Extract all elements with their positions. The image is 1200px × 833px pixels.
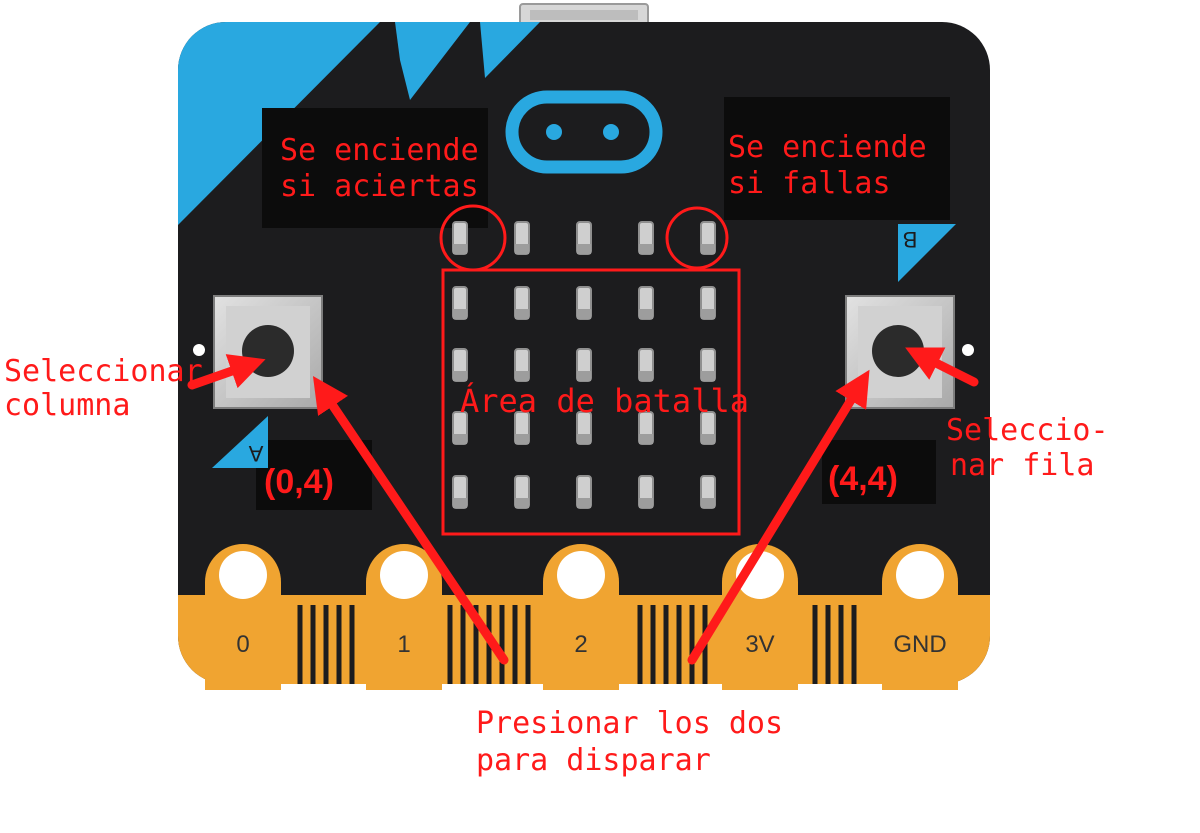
led-shade: [453, 244, 467, 254]
arrow-to-button-a: [187, 354, 266, 390]
blue-stripe-decoration: [480, 22, 540, 78]
pin-tabs: [205, 544, 958, 690]
select-column-line-2: columna: [4, 388, 130, 423]
led-shade: [453, 309, 467, 319]
miss-led-highlight-circle: [665, 206, 729, 270]
select-column-line-1: Seleccionar: [4, 354, 203, 389]
hit-label-line-1: Se enciende: [280, 133, 479, 168]
select-row-label: Seleccio- nar fila: [946, 413, 1127, 483]
arrow-to-button-b: [905, 347, 979, 387]
coord-right-label: (4,4): [828, 460, 898, 498]
hit-label: Se enciende si aciertas: [280, 133, 497, 204]
pin-labels: 0 1 2 3V GND: [236, 631, 946, 658]
button-b-letter: B: [903, 227, 918, 252]
led-shade: [577, 371, 591, 381]
pin-label-0: 0: [236, 631, 249, 658]
led-shade: [639, 244, 653, 254]
led-shade: [515, 371, 529, 381]
microbit-face-logo: [505, 90, 663, 174]
led-shade: [639, 371, 653, 381]
mount-hole-right: [962, 344, 974, 356]
led-shade: [515, 434, 529, 444]
miss-label-line-1: Se enciende: [728, 130, 927, 165]
led-shade: [577, 309, 591, 319]
battle-area-outline: [441, 268, 741, 536]
miss-label: Se enciende si fallas: [728, 130, 945, 201]
button-a-marker: A: [212, 416, 268, 468]
led-shade: [515, 309, 529, 319]
led-shade: [701, 371, 715, 381]
arrow-fire-to-b: [687, 369, 870, 665]
annotations: [439, 204, 741, 536]
led-shade: [701, 498, 715, 508]
button-b[interactable]: [845, 295, 955, 409]
led-shade: [701, 244, 715, 254]
select-column-label: Seleccionar columna: [4, 354, 221, 423]
led-shade: [701, 434, 715, 444]
led-shade: [639, 434, 653, 444]
pin-label-gnd: GND: [893, 631, 946, 658]
fire-label-line-1: Presionar los dos: [476, 706, 783, 741]
led-shade: [453, 434, 467, 444]
led-shade: [577, 498, 591, 508]
button-a-letter: A: [248, 441, 263, 466]
led-shade: [453, 371, 467, 381]
fire-label: Presionar los dos para disparar: [476, 706, 801, 778]
battle-area-label: Área de batalla: [460, 382, 749, 420]
pin-label-3v: 3V: [745, 631, 774, 658]
led-shade: [639, 309, 653, 319]
led-shade: [701, 309, 715, 319]
hit-label-line-2: si aciertas: [280, 169, 479, 204]
led-shade: [639, 498, 653, 508]
pin-label-1: 1: [397, 631, 410, 658]
hit-label-box: [262, 108, 488, 228]
arrows: [187, 347, 979, 665]
pin-label-2: 2: [574, 631, 587, 658]
led-shade: [515, 244, 529, 254]
coord-left-box: [256, 440, 372, 510]
miss-label-box: [724, 97, 950, 220]
blue-stripe-decoration: [395, 22, 470, 100]
pin-fingers: [297, 605, 857, 684]
select-row-line-2: nar fila: [950, 448, 1095, 483]
mount-hole-left: [193, 344, 205, 356]
button-b-marker: B: [898, 224, 956, 282]
miss-label-line-2: si fallas: [728, 166, 891, 201]
fire-label-line-2: para disparar: [476, 743, 711, 778]
coord-left-label: (0,4): [264, 463, 334, 501]
select-row-line-1: Seleccio-: [946, 413, 1109, 448]
coord-right-box: [822, 440, 936, 504]
button-a[interactable]: [213, 295, 323, 409]
led-shade: [577, 244, 591, 254]
led-shade: [515, 498, 529, 508]
arrow-fire-to-a: [312, 376, 509, 665]
led-matrix: [452, 221, 716, 509]
led-shade: [453, 498, 467, 508]
led-shade: [577, 434, 591, 444]
